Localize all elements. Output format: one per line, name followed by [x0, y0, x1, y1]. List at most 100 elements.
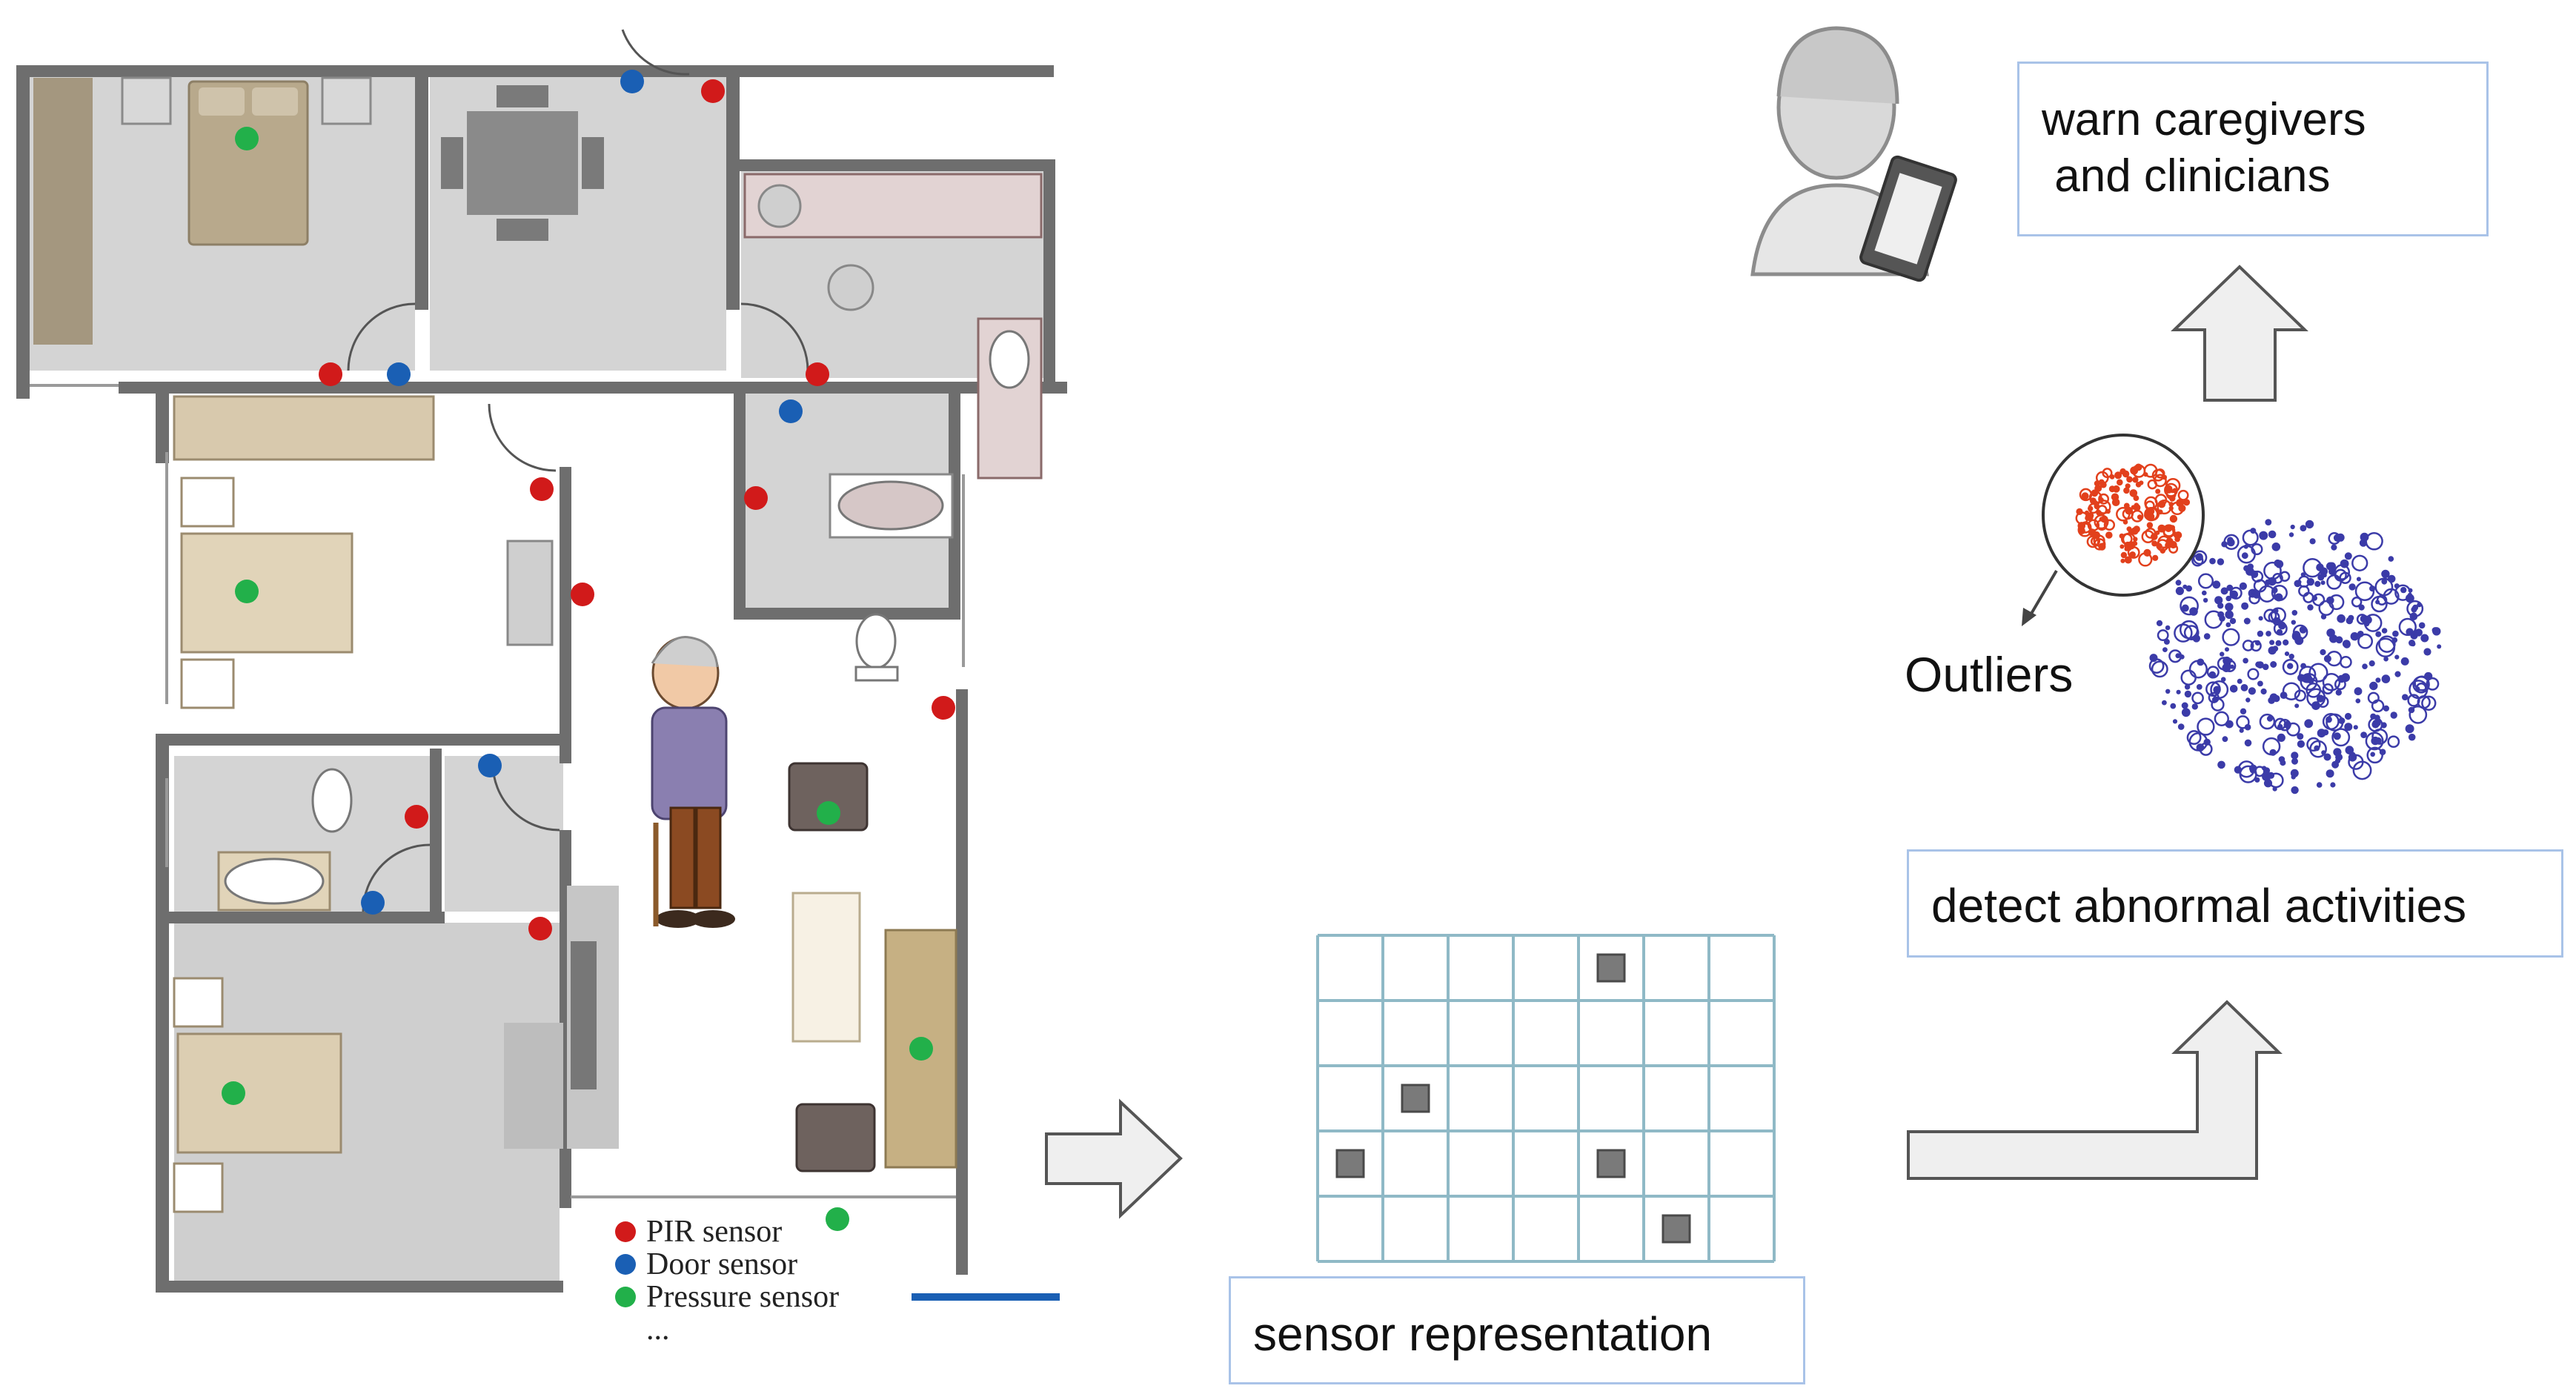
- normal-point: [2326, 596, 2334, 605]
- normal-point: [2337, 614, 2346, 623]
- outlier-point: [2086, 535, 2099, 548]
- active-sensor-cell: [1401, 1084, 1430, 1113]
- outlier-point: [2132, 477, 2139, 483]
- outlier-point: [2119, 533, 2125, 539]
- sensor-legend: PIR sensor Door sensor Pressure sensor .…: [615, 1215, 839, 1347]
- normal-point: [2177, 723, 2185, 730]
- outlier-point: [2165, 485, 2173, 492]
- normal-point: [2360, 532, 2369, 542]
- normal-point: [2214, 711, 2229, 726]
- normal-point: [2257, 630, 2264, 637]
- normal-point: [2239, 582, 2247, 591]
- normal-point: [2189, 607, 2198, 616]
- normal-point: [2317, 695, 2329, 708]
- pir-sensor: [530, 477, 554, 501]
- normal-point: [2186, 730, 2202, 746]
- normal-point: [2294, 689, 2306, 702]
- normal-point: [2331, 544, 2337, 551]
- normal-point: [2426, 677, 2440, 691]
- normal-point: [2225, 647, 2229, 652]
- normal-point: [2335, 689, 2342, 696]
- outlier-point: [2143, 463, 2158, 478]
- legend-label-more: ...: [646, 1313, 670, 1347]
- outlier-point: [2182, 499, 2191, 506]
- detect-label: detect abnormal activities: [1931, 879, 2467, 932]
- normal-point: [2258, 616, 2263, 621]
- normal-point: [2291, 752, 2299, 760]
- normal-point: [2243, 657, 2248, 664]
- normal-point: [2183, 625, 2200, 640]
- normal-point: [2257, 680, 2263, 687]
- normal-point: [2276, 628, 2283, 636]
- detect-box: detect abnormal activities: [1907, 849, 2563, 958]
- normal-point: [2247, 668, 2260, 680]
- normal-point: [2191, 554, 2204, 567]
- normal-point: [2203, 633, 2211, 640]
- normal-point: [2191, 691, 2204, 705]
- toilet: [855, 613, 897, 669]
- normal-point: [2175, 653, 2181, 659]
- outlier-pointer-head: [2022, 608, 2036, 626]
- master-bed-pillow-2: [252, 87, 298, 116]
- tv-stand: [571, 941, 597, 1089]
- normal-point: [2336, 533, 2345, 542]
- outlier-point: [2133, 541, 2138, 546]
- legend-item-more: ...: [615, 1313, 839, 1347]
- normal-point: [2268, 530, 2277, 539]
- pir-sensor: [405, 805, 428, 829]
- outlier-point: [2088, 505, 2094, 511]
- normal-point: [2272, 646, 2279, 652]
- door-legend-dot: [615, 1254, 636, 1275]
- normal-point: [2294, 703, 2300, 709]
- normal-point: [2197, 658, 2205, 666]
- normal-point: [2259, 531, 2268, 540]
- normal-point: [2202, 590, 2207, 596]
- normal-point: [2181, 708, 2191, 717]
- outlier-point: [2087, 512, 2094, 520]
- normal-point: [2375, 631, 2382, 637]
- normal-point: [2220, 677, 2226, 682]
- normal-point: [2381, 674, 2391, 683]
- normal-point: [2277, 733, 2285, 743]
- sensor-representation-label: sensor representation: [1253, 1307, 1713, 1361]
- normal-point: [2394, 584, 2411, 601]
- dining-table: [467, 111, 578, 215]
- outlier-point: [2120, 558, 2125, 563]
- outlier-point: [2076, 508, 2083, 516]
- normal-point: [2243, 617, 2251, 625]
- normal-point: [2303, 591, 2314, 603]
- normal-point: [2304, 719, 2314, 729]
- normal-point: [2348, 583, 2356, 591]
- bed-3: [176, 1032, 342, 1154]
- outlier-point: [2129, 489, 2138, 497]
- nightstand-left: [121, 76, 172, 125]
- normal-point: [2170, 703, 2177, 709]
- outlier-point: [2168, 505, 2174, 511]
- outlier-point: [2134, 502, 2140, 508]
- outlier-point: [2176, 499, 2185, 507]
- normal-point: [2379, 749, 2386, 755]
- normal-point: [2337, 674, 2346, 683]
- normal-point: [2271, 543, 2281, 551]
- normal-point: [2431, 627, 2439, 634]
- normal-point: [2394, 583, 2400, 589]
- outlier-point: [2112, 485, 2120, 493]
- bathtub-basin: [837, 480, 944, 531]
- master-bed: [187, 80, 309, 246]
- normal-point: [2320, 580, 2326, 585]
- normal-point: [2272, 786, 2277, 792]
- legend-spacer: [615, 1319, 636, 1340]
- pir-sensor: [806, 362, 829, 386]
- normal-point: [2390, 711, 2397, 719]
- normal-point: [2331, 728, 2351, 747]
- outlier-point: [2152, 554, 2159, 561]
- normal-point: [2342, 640, 2351, 648]
- normal-point: [2306, 688, 2326, 708]
- normal-point: [2226, 584, 2234, 591]
- active-sensor-cell: [1662, 1214, 1691, 1244]
- normal-point: [2288, 654, 2294, 660]
- door-sensor: [478, 754, 502, 777]
- normal-point: [2388, 556, 2394, 562]
- normal-point: [2213, 686, 2221, 694]
